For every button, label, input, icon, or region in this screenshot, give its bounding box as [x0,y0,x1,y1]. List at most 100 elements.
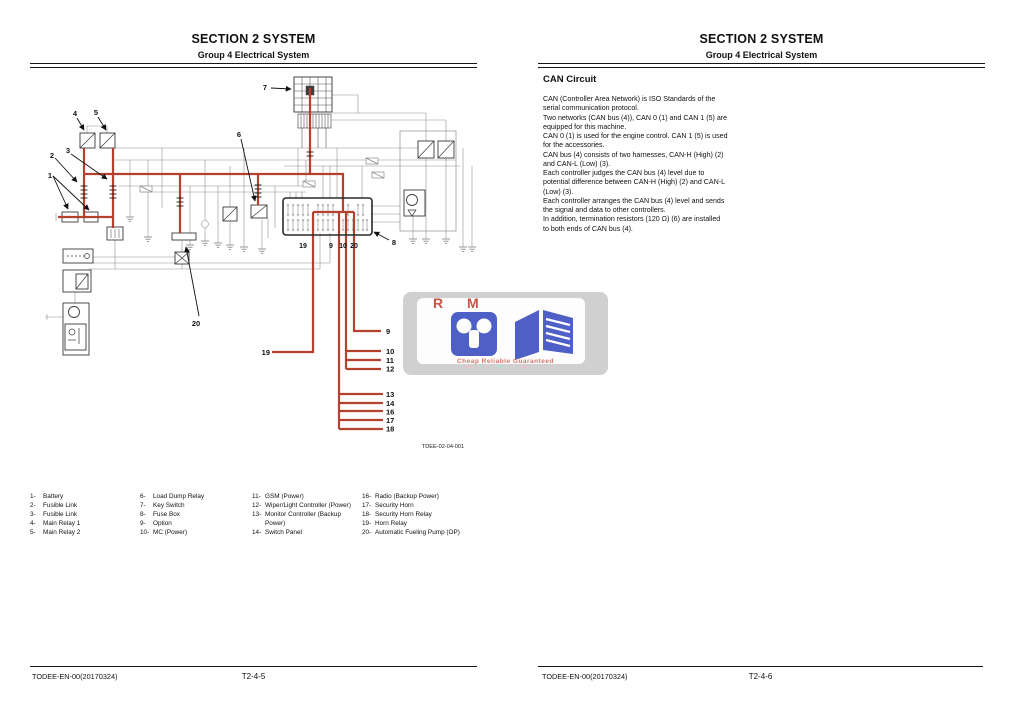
watermark-logo [451,310,573,360]
branch-label-9: 9 [386,327,390,336]
legend-item: 8-Fuse Box [140,511,180,518]
callout-8: 8 [392,238,396,247]
can-circuit-heading: CAN Circuit [543,74,597,85]
left-page-subtitle: Group 4 Electrical System [197,50,310,60]
watermark: R M Cheap Reliable Guaranteed [403,292,608,375]
right-component-box [399,130,457,232]
circuit-mesh [45,94,473,320]
right-footer-rule [538,666,983,667]
fusebox-label-9: 9 [329,243,333,250]
load-dump-relay [250,204,268,219]
can-text-line: equipped for this machine. [543,122,627,131]
can-text-line: the signal and data to other controllers… [543,206,666,214]
can-text-line: (Low) (3). [543,187,574,196]
can-text-line: CAN 0 (1) is used for the engine control… [543,132,728,140]
callout-7: 7 [263,83,267,92]
legend-item: 13-Monitor Controller (Backup Power) [252,511,342,527]
can-text-line: Each controller arranges the CAN bus (4)… [543,196,725,205]
security-horn-relay-box [417,140,435,159]
main-relay-1 [79,132,96,149]
can-harness [58,88,383,431]
left-header-rule [30,63,477,68]
main-relay-2 [99,132,116,149]
legend-column-2: 6-Load Dump Relay 7-Key Switch 8-Fuse Bo… [140,492,204,537]
legend-item: 18-Security Horn Relay [362,511,432,518]
legend-column-3: 11-GSM (Power) 12-Wiper/Light Controller… [252,492,351,537]
can-text-line: CAN (Controller Area Network) is ISO Sta… [543,95,716,103]
legend-item: 9-Option [140,520,172,527]
legend-item: 12-Wiper/Light Controller (Power) [252,502,351,509]
book-icon [515,310,573,360]
can-text-line: Two networks (CAN bus (4)), CAN 0 (1) an… [543,113,728,122]
right-page-title: SECTION 2 SYSTEM [699,32,824,46]
can-text-line: Each controller judges the CAN bus (4) l… [543,169,705,177]
left-page-number: T2-4-5 [241,672,266,681]
right-page-number: T2-4-6 [748,672,773,681]
fueling-pump-connector [171,232,197,265]
callout-arrows [52,85,390,317]
legend-item: 14-Switch Panel [252,529,302,536]
horn-symbol [403,189,426,217]
callout-3: 3 [66,146,70,155]
legend-item: 3-Fusible Link [30,511,78,518]
fusebox-label-19: 19 [299,243,307,250]
horn-relay-box [437,140,455,159]
legend-item: 20-Automatic Fueling Pump (OP) [362,529,460,536]
lower-left-components [62,248,94,356]
legend-item: 19-Horn Relay [362,520,407,527]
branch-label-12: 12 [386,365,394,374]
wrench-icon [451,312,497,356]
branch-label-17: 17 [386,416,394,425]
callout-1: 1 [48,171,52,180]
watermark-tagline: Cheap Reliable Guaranteed [456,358,555,365]
callout-labels: 7 4 5 2 3 1 6 8 20 19 9 10 20 19 9 10 11… [48,83,396,434]
can-text-line: and CAN-L (Low) (3). [543,159,611,168]
callout-4: 4 [73,109,78,118]
branch-label-19: 19 [262,348,270,357]
right-page-subtitle: Group 4 Electrical System [705,50,818,60]
callout-2: 2 [50,151,54,160]
watermark-monogram: R M [433,295,489,311]
legend-item: 16-Radio (Backup Power) [362,493,439,500]
relay-small [222,206,238,222]
figure-id: TDEE-02-04-001 [422,444,464,450]
can-text-line: for the accessories. [543,141,605,150]
legend-item: 5-Main Relay 2 [30,529,81,536]
fusebox-label-10: 10 [339,243,347,250]
legend-item: 6-Load Dump Relay [140,493,205,500]
branch-label-16: 16 [386,408,394,417]
legend-item: 1-Battery [30,493,64,500]
callout-5: 5 [94,108,98,117]
can-text-line: to both ends of CAN bus (4). [543,224,633,233]
can-text-line: serial communication protocol. [543,104,639,113]
legend-item: 10-MC (Power) [140,529,188,536]
legend-column-1: 1-Battery 2-Fusible Link 3-Fusible Link … [30,492,80,537]
branch-label-11: 11 [386,356,394,365]
branch-label-14: 14 [386,399,395,408]
battery-connector [106,226,124,241]
branch-label-18: 18 [386,425,394,434]
wiring-diagram: 7 4 5 2 3 1 6 8 20 19 9 10 20 19 9 10 11… [45,76,477,450]
callout-20-lower: 20 [192,319,200,328]
can-circuit-body: CAN (Controller Area Network) is ISO Sta… [543,95,773,234]
legend-item: 17-Security Horn [362,502,414,509]
fusebox-label-20: 20 [350,243,358,250]
branch-label-13: 13 [386,390,394,399]
left-footer-rule [30,666,477,667]
legend-item: 7-Key Switch [140,502,185,509]
legend-item: 4-Main Relay 1 [30,520,81,527]
branch-label-10: 10 [386,347,394,356]
right-doc-code: TODEE-EN-00(20170324) [542,672,628,681]
key-switch [293,76,333,148]
can-text-line: In addition, termination resistors (120 … [543,215,721,224]
components [61,76,457,356]
right-header-rule [538,63,985,68]
fuse-array [286,203,369,232]
left-doc-code: TODEE-EN-00(20170324) [32,672,118,681]
legend-column-4: 16-Radio (Backup Power) 17-Security Horn… [362,492,460,537]
wire-ticks [80,151,314,207]
can-text-line: potential difference between CAN-H (High… [543,178,726,187]
fuse-box [282,197,373,236]
callout-6: 6 [237,130,241,139]
